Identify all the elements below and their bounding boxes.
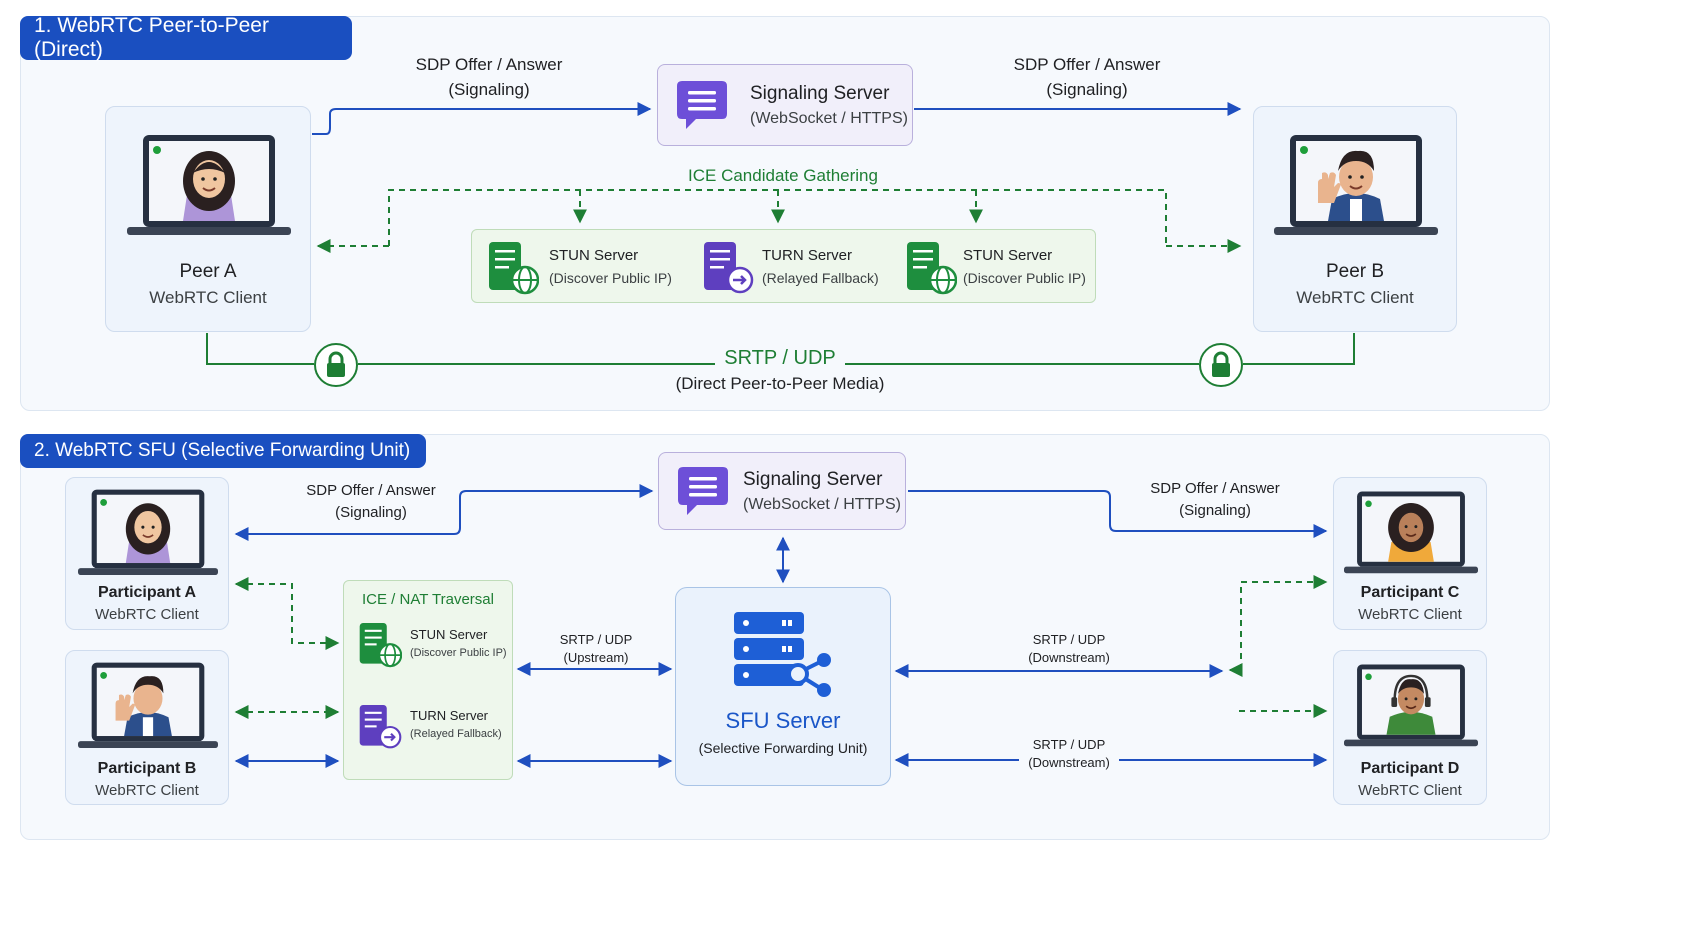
peer-b-card[interactable]: Peer B WebRTC Client <box>1253 106 1457 332</box>
peer-a-name: Peer A <box>179 261 237 282</box>
ice-servers-box <box>471 229 1096 303</box>
srtp-line <box>206 333 1355 365</box>
sfu-server-box[interactable]: SFU Server (Selective Forwarding Unit) <box>675 587 891 786</box>
participant-a-role: WebRTC Client <box>95 606 199 623</box>
turn-server-1: TURN Server (Relayed Fallback) <box>762 247 879 286</box>
participant-a-card[interactable]: Participant A WebRTC Client <box>65 477 229 630</box>
sdp2-right-label: SDP Offer / Answer (Signaling) <box>1150 480 1280 519</box>
direct-media-label: (Direct Peer-to-Peer Media) <box>675 374 885 393</box>
ice-nat-box: ICE / NAT Traversal STUN Server (Discove… <box>343 580 513 780</box>
laptop-man-headset-icon <box>1344 664 1478 747</box>
server-share-icon <box>734 612 831 697</box>
participant-d-name: Participant D <box>1360 760 1460 777</box>
ice-to-participant-a <box>234 577 340 650</box>
signaling-1-title: Signaling Server <box>750 83 890 104</box>
lock-icon <box>314 343 358 387</box>
sdp2-link-right <box>908 490 1328 538</box>
laptop-man-waving-icon <box>78 662 218 748</box>
upstream-label: SRTP / UDP (Upstream) <box>559 632 633 665</box>
laptop-woman-icon <box>127 135 291 235</box>
peer-a-card[interactable]: Peer A WebRTC Client <box>105 106 311 332</box>
peer-b-role: WebRTC Client <box>1296 288 1414 307</box>
sdp2-link-left <box>234 484 654 541</box>
stun-server-icon <box>489 242 539 295</box>
sdp-left-label: SDP Offer / Answer (Signaling) <box>415 55 563 99</box>
sdp-right-label: SDP Offer / Answer (Signaling) <box>1013 55 1161 99</box>
ice-to-participant-c <box>1228 575 1328 677</box>
stun-server-2: STUN Server (Discover Public IP) <box>963 247 1086 286</box>
lock-icon <box>1199 343 1243 387</box>
sfu-title: SFU Server <box>725 708 841 733</box>
participant-b-card[interactable]: Participant B WebRTC Client <box>65 650 229 805</box>
chat-bubble-icon <box>677 81 727 129</box>
ice-nat-title: ICE / NAT Traversal <box>362 591 494 608</box>
ice-gathering-label: ICE Candidate Gathering <box>688 166 878 185</box>
sdp-link-a <box>312 102 652 135</box>
turn-server-icon <box>359 705 402 749</box>
ice-turn-label: TURN Server (Relayed Fallback) <box>410 708 502 740</box>
participant-b-role: WebRTC Client <box>95 782 199 799</box>
section-1-title: 1. WebRTC Peer-to-Peer (Direct) <box>20 14 352 61</box>
laptop-woman-icon <box>78 489 218 575</box>
chat-bubble-icon <box>678 467 728 515</box>
signaling-server-1[interactable]: Signaling Server (WebSocket / HTTPS) <box>657 64 913 146</box>
peer-a-role: WebRTC Client <box>149 288 267 307</box>
participant-d-card[interactable]: Participant D WebRTC Client <box>1333 650 1487 805</box>
signaling-server-2[interactable]: Signaling Server (WebSocket / HTTPS) <box>658 452 906 530</box>
signaling-2-subtitle: (WebSocket / HTTPS) <box>743 496 901 513</box>
srtp-udp-label: SRTP / UDP <box>715 347 845 370</box>
stun-server-icon <box>907 242 957 295</box>
ice-stun-label: STUN Server (Discover Public IP) <box>410 627 507 659</box>
section-2-title: 2. WebRTC SFU (Selective Forwarding Unit… <box>20 434 426 468</box>
stun-server-1: STUN Server (Discover Public IP) <box>549 247 672 286</box>
participant-b-name: Participant B <box>97 760 197 777</box>
downstream-bottom-label: SRTP / UDP (Downstream) <box>1019 737 1119 770</box>
downstream-top-label: SRTP / UDP (Downstream) <box>1028 632 1110 665</box>
stun-server-icon <box>359 623 402 668</box>
laptop-man-waving-icon <box>1274 135 1438 235</box>
laptop-woman-curly-icon <box>1344 491 1478 574</box>
signaling-2-title: Signaling Server <box>743 469 883 490</box>
turn-server-icon <box>704 242 754 294</box>
sfu-subtitle: (Selective Forwarding Unit) <box>698 740 868 756</box>
participant-c-name: Participant C <box>1360 584 1460 601</box>
participant-d-role: WebRTC Client <box>1358 782 1462 799</box>
participant-a-name: Participant A <box>97 584 197 601</box>
participant-c-card[interactable]: Participant C WebRTC Client <box>1333 477 1487 630</box>
participant-c-role: WebRTC Client <box>1358 606 1462 623</box>
signaling-1-subtitle: (WebSocket / HTTPS) <box>750 110 908 127</box>
peer-b-name: Peer B <box>1325 261 1385 282</box>
